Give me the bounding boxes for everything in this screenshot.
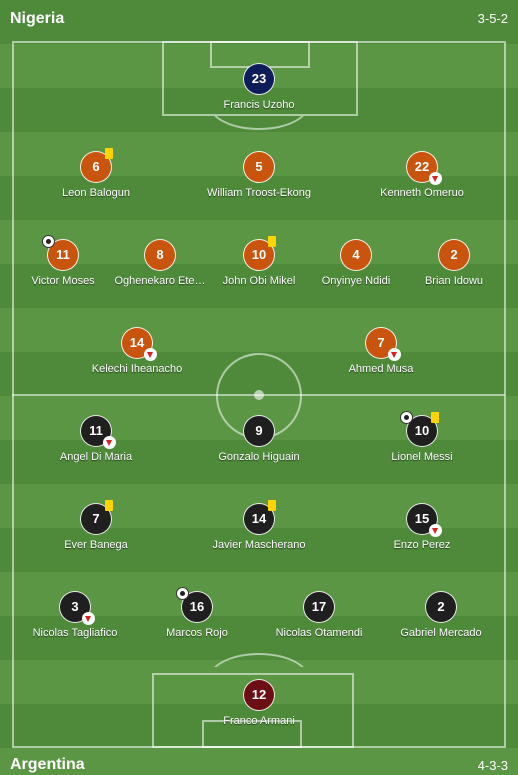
player-name: Francis Uzoho <box>223 99 295 111</box>
player-javier-mascherano[interactable]: 14 Javier Mascherano <box>199 500 319 563</box>
player-onyinye-ndidi[interactable]: 4 Onyinye Ndidi <box>296 239 416 299</box>
player-ever-banega[interactable]: 7 Ever Banega <box>36 500 156 563</box>
shirt-number: 2 <box>425 591 457 623</box>
player-name: Kelechi Iheanacho <box>91 363 183 375</box>
goal-ball-icon <box>176 587 189 600</box>
player-name: Gonzalo Higuain <box>218 451 300 463</box>
substitution-off-icon <box>429 172 442 185</box>
shirt-number: 22 <box>406 151 438 183</box>
player-kelechi-iheanacho[interactable]: 14 Kelechi Iheanacho <box>77 327 197 387</box>
player-angel-di-maria[interactable]: 11 Angel Di Maria <box>36 415 156 475</box>
player-nicolas-otamendi[interactable]: 17 Nicolas Otamendi <box>259 591 379 651</box>
player-name: Brian Idowu <box>424 275 484 287</box>
shirt-number: 16 <box>181 591 213 623</box>
player-name: Nicolas Tagliafico <box>32 627 118 639</box>
yellow-card-icon <box>105 148 113 159</box>
player-francis-uzoho[interactable]: 23 Francis Uzoho <box>199 63 319 123</box>
shirt-number: 23 <box>243 63 275 95</box>
bottom-goal-box <box>202 720 302 748</box>
player-name: Leon Balogun <box>62 187 130 199</box>
player-william-troost-ekong[interactable]: 5 William Troost-Ekong <box>199 151 319 211</box>
yellow-card-icon <box>431 412 439 423</box>
player-name: Angel Di Maria <box>59 451 133 463</box>
away-team-name: Argentina <box>10 756 85 773</box>
goal-ball-icon <box>400 411 413 424</box>
player-kenneth-omeruo[interactable]: 22 Kenneth Omeruo <box>362 151 482 211</box>
player-name: Kenneth Omeruo <box>380 187 464 199</box>
player-name: Javier Mascherano <box>212 539 306 551</box>
yellow-card-icon <box>105 500 113 511</box>
player-ahmed-musa[interactable]: 7 Ahmed Musa <box>321 327 441 387</box>
player-gabriel-mercado[interactable]: 2 Gabriel Mercado <box>381 591 501 651</box>
player-name: Marcos Rojo <box>166 627 228 639</box>
player-franco-armani[interactable]: 12 Franco Armani <box>199 679 319 739</box>
shirt-number: 10 <box>406 415 438 447</box>
player-name: William Troost-Ekong <box>207 187 311 199</box>
shirt-number: 12 <box>243 679 275 711</box>
player-victor-moses[interactable]: 11 Victor Moses <box>3 235 123 299</box>
shirt-number: 11 <box>80 415 112 447</box>
shirt-number: 17 <box>303 591 335 623</box>
goal-ball-icon <box>42 235 55 248</box>
player-nicolas-tagliafico[interactable]: 3 Nicolas Tagliafico <box>15 591 135 651</box>
shirt-number: 4 <box>340 239 372 271</box>
player-name: Enzo Perez <box>393 539 451 551</box>
player-lionel-messi[interactable]: 10 Lionel Messi <box>362 411 482 475</box>
center-spot <box>254 390 264 400</box>
substitution-off-icon <box>144 348 157 361</box>
shirt-number: 2 <box>438 239 470 271</box>
away-formation: 4-3-3 <box>477 758 508 773</box>
player-gonzalo-higuain[interactable]: 9 Gonzalo Higuain <box>199 415 319 475</box>
shirt-number: 8 <box>144 239 176 271</box>
player-enzo-perez[interactable]: 15 Enzo Perez <box>362 503 482 563</box>
player-name: Gabriel Mercado <box>400 627 482 639</box>
player-name: Nicolas Otamendi <box>275 627 363 639</box>
substitution-off-icon <box>103 436 116 449</box>
player-name: Ever Banega <box>64 539 128 551</box>
player-leon-balogun[interactable]: 6 Leon Balogun <box>36 148 156 211</box>
yellow-card-icon <box>268 500 276 511</box>
home-formation: 3-5-2 <box>477 11 508 26</box>
player-name: Franco Armani <box>223 715 295 727</box>
yellow-card-icon <box>268 236 276 247</box>
shirt-number: 9 <box>243 415 275 447</box>
substitution-off-icon <box>429 524 442 537</box>
substitution-off-icon <box>388 348 401 361</box>
player-oghenekaro-etebo[interactable]: 8 Oghenekaro Ete… <box>100 239 220 299</box>
player-john-obi-mikel[interactable]: 10 John Obi Mikel <box>199 236 319 299</box>
player-marcos-rojo[interactable]: 16 Marcos Rojo <box>137 587 257 651</box>
substitution-off-icon <box>82 612 95 625</box>
player-brian-idowu[interactable]: 2 Brian Idowu <box>394 239 514 299</box>
player-name: Ahmed Musa <box>348 363 414 375</box>
player-name: Lionel Messi <box>391 451 453 463</box>
shirt-number: 5 <box>243 151 275 183</box>
home-team-name: Nigeria <box>10 10 65 27</box>
shirt-number: 15 <box>406 503 438 535</box>
